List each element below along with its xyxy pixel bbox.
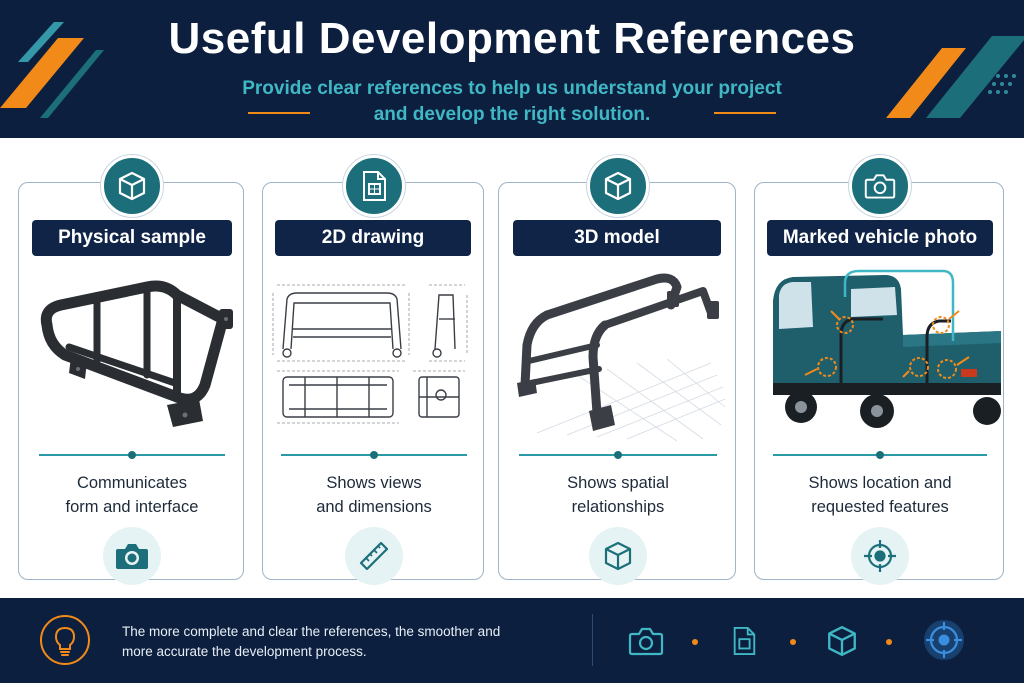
description-line-2: relationships (571, 498, 665, 516)
right-stripes-decoration (886, 36, 1024, 118)
target-icon (922, 618, 966, 662)
divider-dot (370, 451, 378, 459)
card-marked-vehicle-photo: Marked vehicle photo Shows location and … (754, 155, 1005, 585)
drawing-file-icon (724, 622, 764, 660)
footer-line-1: The more complete and clear the referenc… (122, 624, 501, 639)
camera-icon (103, 527, 161, 585)
description-line-2: requested features (811, 498, 949, 516)
vehicle-photo-image (773, 269, 1001, 428)
physical-sample-image (40, 280, 233, 427)
description-line-1: Communicates (76, 474, 188, 492)
page-subtitle: Provide clear references to help us unde… (200, 76, 824, 128)
footer-dot (790, 639, 796, 645)
footer-line-2: more accurate the development process. (122, 644, 367, 659)
divider-dot (876, 451, 884, 459)
camera-icon (626, 622, 666, 660)
card-label: Physical sample (32, 220, 232, 256)
cube-icon (589, 527, 647, 585)
footer-message: The more complete and clear the referenc… (122, 622, 562, 662)
footer-dot (692, 639, 698, 645)
description-line-1: Shows location and (808, 474, 952, 492)
lightbulb-icon (40, 615, 90, 665)
description-line-2: form and interface (65, 498, 199, 516)
target-icon (851, 527, 909, 585)
cube-icon (822, 622, 862, 660)
footer-banner: The more complete and clear the referenc… (0, 598, 1024, 683)
page-title: Useful Development References (168, 14, 856, 63)
card-description: Shows spatial relationships (499, 471, 737, 519)
technical-drawing-image (272, 284, 468, 424)
left-stripes-decoration (0, 22, 104, 118)
card-2d-drawing: 2D drawing Shows views and dimensions (262, 155, 485, 585)
subtitle-rule-right (714, 112, 776, 114)
card-label: 3D model (513, 220, 721, 256)
footer-dot (886, 639, 892, 645)
card-description: Shows views and dimensions (263, 471, 485, 519)
card-description: Communicates form and interface (19, 471, 245, 519)
subtitle-line-2: and develop the right solution. (373, 104, 651, 125)
cube-icon (101, 155, 163, 217)
camera-icon (849, 155, 911, 217)
header-banner: Useful Development References Provide cl… (0, 0, 1024, 138)
card-label: Marked vehicle photo (767, 220, 993, 256)
description-line-1: Shows views (326, 474, 422, 492)
divider-dot (128, 451, 136, 459)
subtitle-rule-left (248, 112, 310, 114)
description-line-1: Shows spatial (567, 474, 669, 492)
card-physical-sample: Physical sample Communicates form and in… (18, 155, 245, 585)
3d-model-image (517, 273, 726, 441)
card-description: Shows location and requested features (755, 471, 1005, 519)
card-3d-model: 3D model Shows spatial relationships (498, 155, 737, 585)
divider-dot (614, 451, 622, 459)
drawing-file-icon (343, 155, 405, 217)
ruler-icon (345, 527, 403, 585)
card-label: 2D drawing (275, 220, 471, 256)
cube-icon (587, 155, 649, 217)
description-line-2: and dimensions (316, 498, 432, 516)
footer-separator (592, 614, 593, 666)
subtitle-line-1: Provide clear references to help us unde… (242, 78, 782, 99)
